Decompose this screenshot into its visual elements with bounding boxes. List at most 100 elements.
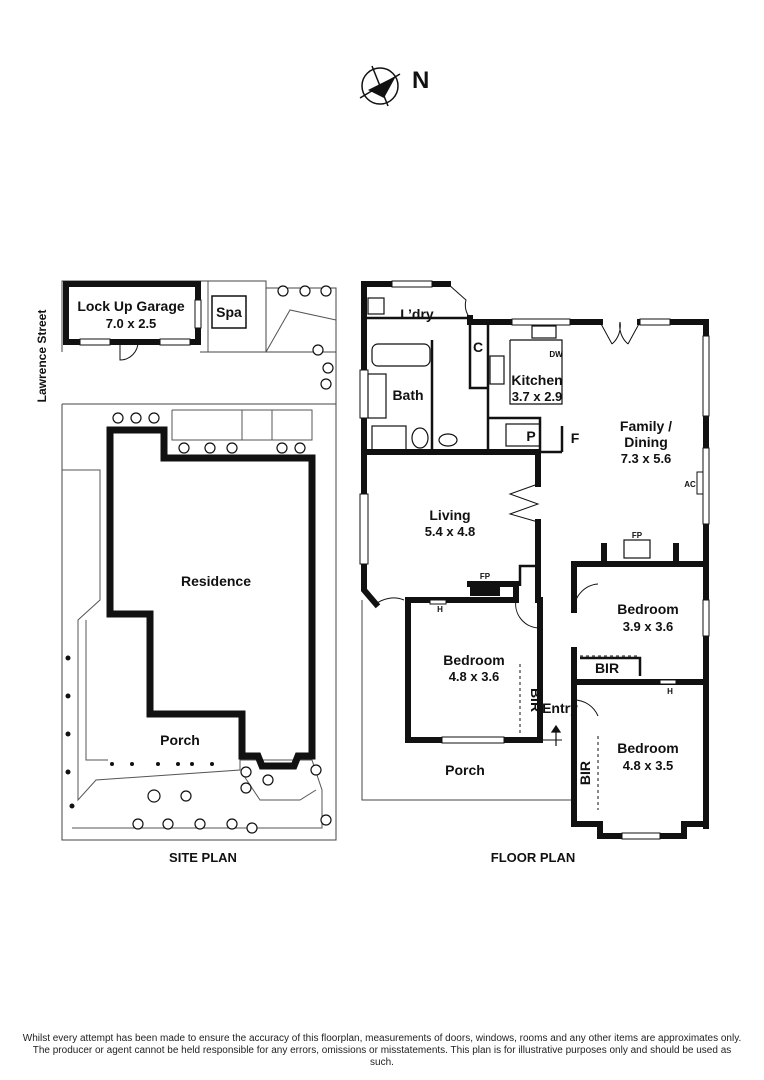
tree-icon: [276, 442, 288, 454]
floor-plan: L’dry Bath C DW Kitchen 3.7 x 2.9 P F Fa…: [359, 280, 710, 865]
bedroom-1-label: Bedroom: [443, 652, 504, 668]
pantry-label: P: [526, 428, 535, 444]
porch-outline: [361, 600, 574, 801]
kitchen-label: Kitchen: [511, 372, 562, 388]
tree-icon: [112, 412, 124, 424]
fireplace-living: [470, 582, 500, 596]
entry-label: Entry: [542, 700, 578, 716]
tree-icon: [226, 442, 238, 454]
tree-icon: [299, 285, 311, 297]
floor-plan-caption: FLOOR PLAN: [491, 850, 576, 865]
living-label: Living: [429, 507, 470, 523]
aircon-unit: [696, 471, 704, 495]
tree-icon: [320, 378, 332, 390]
compass-arrow-icon: [368, 76, 396, 98]
tree-icon: [194, 818, 206, 830]
tree-icon: [132, 818, 144, 830]
bedroom-2-label: Bedroom: [617, 601, 678, 617]
bir-3-label: BIR: [577, 761, 593, 785]
garage-window-2: [159, 338, 191, 346]
heater-1-label: H: [437, 605, 443, 614]
tree-icon: [246, 822, 258, 834]
basin-icon: [438, 433, 458, 447]
tree-icon: [240, 782, 252, 794]
tree-icon: [294, 442, 306, 454]
bath-label: Bath: [392, 387, 423, 403]
garage-window: [79, 338, 111, 346]
dining-label: Dining: [624, 434, 668, 450]
north-compass: N: [359, 65, 429, 107]
kitchen-dims: 3.7 x 2.9: [512, 389, 563, 404]
spa-label: Spa: [216, 304, 242, 320]
windows: [359, 280, 710, 840]
disclaimer-line-2: The producer or agent cannot be held res…: [32, 1045, 732, 1068]
bedroom-3-label: Bedroom: [617, 740, 678, 756]
tree-icon: [148, 412, 160, 424]
site-plan-caption: SITE PLAN: [169, 850, 237, 865]
garage-door-swing: [119, 341, 139, 361]
disclaimer-line-1: Whilst every attempt has been made to en…: [22, 1033, 742, 1044]
bedroom-1-dims: 4.8 x 3.6: [449, 669, 500, 684]
bedroom-2-dims: 3.9 x 3.6: [623, 619, 674, 634]
tree-icon: [312, 344, 324, 356]
disclaimer: Whilst every attempt has been made to en…: [20, 1033, 744, 1069]
kitchen-fittings: [489, 325, 563, 447]
garage-side-window: [194, 299, 202, 329]
bir-2-label: BIR: [595, 660, 619, 676]
toilet-icon: [411, 427, 429, 449]
tree-icon: [320, 814, 332, 826]
tree-icon: [310, 764, 322, 776]
tree-icon: [322, 362, 334, 374]
heater-2-label: H: [667, 687, 673, 696]
bir-dashes: [519, 655, 640, 810]
tree-icon: [180, 790, 192, 802]
dishwasher-label: DW: [549, 350, 563, 359]
tree-icon: [226, 818, 238, 830]
cupboard-label: C: [473, 339, 483, 355]
bathtub-icon: [371, 343, 431, 367]
fireplace-living-label: FP: [480, 572, 491, 581]
garage-label: Lock Up Garage: [77, 298, 185, 314]
tree-icon: [204, 442, 216, 454]
site-paths: [62, 281, 337, 829]
heater-bedroom-1: [429, 599, 447, 605]
street-label: Lawrence Street: [35, 310, 49, 403]
doors: [375, 283, 641, 741]
tree-icon: [147, 789, 161, 803]
walls: [361, 281, 709, 839]
post-markers: [65, 655, 214, 809]
tree-icon: [277, 285, 289, 297]
porch-label: Porch: [445, 762, 485, 778]
site-plan: Lock Up Garage 7.0 x 2.5 Spa Lawrence St…: [35, 280, 337, 865]
spa-outline: [211, 295, 247, 329]
heater-bedroom-3: [659, 679, 677, 685]
tree-icons: [112, 285, 334, 834]
site-porch-label: Porch: [160, 732, 200, 748]
residence-label: Residence: [181, 573, 251, 589]
tree-icon: [240, 766, 252, 778]
garage-dims: 7.0 x 2.5: [106, 316, 157, 331]
shower-icon: [371, 425, 407, 451]
family-label: Family /: [620, 418, 672, 434]
compass-ring: [361, 67, 399, 105]
tree-icon: [320, 285, 332, 297]
tree-icon: [262, 774, 274, 786]
fireplace-family: [623, 539, 651, 559]
tree-icon: [162, 818, 174, 830]
bedroom-3-dims: 4.8 x 3.5: [623, 758, 674, 773]
laundry-label: L’dry: [400, 306, 434, 322]
tree-icon: [178, 442, 190, 454]
aircon-label: AC: [684, 480, 696, 489]
tree-icon: [130, 412, 142, 424]
entry-arrow-icon: [550, 724, 562, 746]
cooktop-icon: [489, 355, 505, 385]
bath-fittings: [367, 297, 458, 451]
fireplace-family-label: FP: [632, 531, 643, 540]
vanity-icon: [367, 373, 387, 419]
sink-icon: [531, 325, 557, 339]
bir-1-label: BIR: [528, 688, 544, 712]
residence-walls: [106, 426, 316, 770]
compass-label: N: [412, 67, 429, 94]
interior-walls: [364, 316, 642, 676]
